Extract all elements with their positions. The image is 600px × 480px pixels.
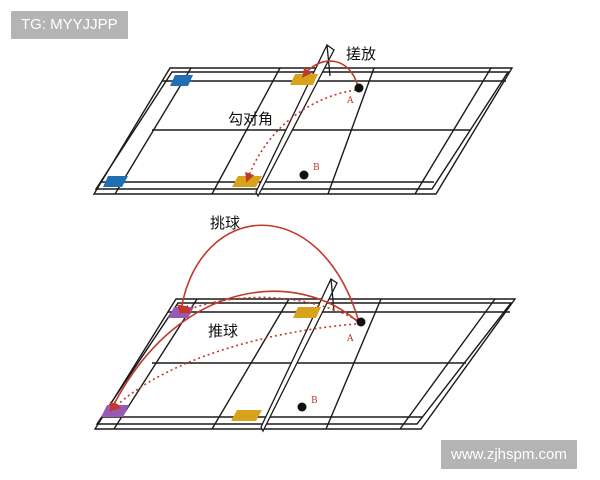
top-trajectories <box>245 60 359 183</box>
target-zone-blue-top-left <box>170 75 193 86</box>
label-net-drop: 搓放 <box>346 45 376 63</box>
top-players <box>299 83 364 180</box>
top-court: 搓放 勾对角 A B <box>92 44 514 198</box>
cross-court-dotted <box>245 89 357 183</box>
watermark-bottom-right: www.zjhspm.com <box>441 440 577 469</box>
label-cross-court: 勾对角 <box>228 110 273 128</box>
target-zone-purple-bottom-left <box>101 405 129 417</box>
target-zone-gold-net-top <box>293 307 321 318</box>
player-a-dot <box>356 317 366 327</box>
player-b-dot <box>297 402 307 412</box>
player-a-dot <box>354 83 364 93</box>
push-dotted-cross <box>110 323 357 412</box>
push-dotted-straight <box>180 296 358 321</box>
label-point-a: A <box>346 334 354 344</box>
label-point-b: B <box>311 396 318 406</box>
label-push: 推球 <box>208 322 238 340</box>
target-zone-gold-net-bottom <box>231 410 262 421</box>
lift-arc <box>177 224 360 323</box>
watermark-top-left: TG: MYYJJPP <box>11 11 128 39</box>
label-point-a: A <box>346 96 354 106</box>
net-drop-arc <box>302 60 359 88</box>
long-lift-arc <box>109 290 359 413</box>
top-court-lines <box>92 67 514 195</box>
top-targets <box>103 74 318 187</box>
bottom-trajectories <box>109 224 360 413</box>
target-zone-blue-bottom-left <box>103 176 128 187</box>
player-b-dot <box>299 170 309 180</box>
bottom-players <box>297 317 366 412</box>
target-zone-gold-net-bottom <box>232 176 262 187</box>
bottom-court-lines <box>93 298 517 430</box>
label-point-b: B <box>313 163 320 173</box>
bottom-court: 挑球 推球 A B <box>93 214 517 433</box>
label-lift: 挑球 <box>210 214 240 232</box>
